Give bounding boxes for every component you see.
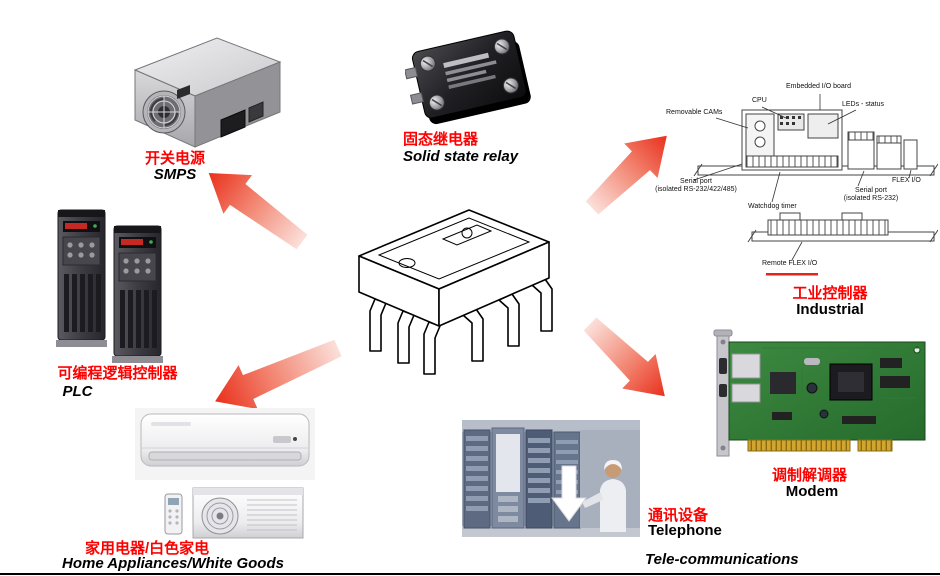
metal-bracket xyxy=(713,329,733,457)
callout-cpu: CPU xyxy=(752,97,767,104)
smps-label-en: SMPS xyxy=(153,166,197,183)
modem-label-en: Modem xyxy=(785,483,839,500)
industrial-label-en: Industrial xyxy=(796,301,864,318)
rj11-jack xyxy=(731,383,761,403)
outdoor-unit xyxy=(192,487,304,539)
indoor-unit xyxy=(140,413,310,467)
callout-remote-flex-io: Remote FLEX I/O xyxy=(762,260,818,267)
callout-serial-port-2-line1: Serial port xyxy=(855,187,887,194)
callout-watchdog-timer: Watchdog timer xyxy=(748,203,797,210)
callout-leds-status: LEDs - status xyxy=(842,101,885,108)
telecom-label-en2: Tele-communications xyxy=(645,551,799,568)
pcb-board xyxy=(728,341,926,441)
whitegoods-label-cn: 家用电器/白色家电 xyxy=(85,540,210,557)
whitegoods-label-en: Home Appliances/White Goods xyxy=(62,555,284,572)
technician-figure xyxy=(582,460,626,532)
transformer xyxy=(770,372,796,394)
callout-embedded-io-board: Embedded I/O board xyxy=(786,83,851,90)
callout-serial-port-2-line2: (isolated RS-232) xyxy=(843,195,899,203)
modem-card-image xyxy=(713,329,926,457)
terminal-tab xyxy=(405,66,419,80)
relay-leg xyxy=(369,298,387,352)
telecom-room-photo xyxy=(462,420,640,537)
arrow-to-telecom-modem xyxy=(583,317,665,397)
telecom-label-cn: 通讯设备 xyxy=(648,507,709,524)
spec-sticker xyxy=(177,85,190,99)
smps-image xyxy=(133,37,282,148)
edge-connector xyxy=(747,439,893,452)
relay-leg xyxy=(423,321,441,375)
industrial-label-cn: 工业控制器 xyxy=(792,285,868,302)
industrial-diagram: Embedded I/O board CPU Removable CAMs LE… xyxy=(655,80,939,285)
equipment-racks xyxy=(463,427,581,529)
label-print xyxy=(443,52,497,89)
status-leds xyxy=(780,116,801,125)
modem-label-cn: 调制解调器 xyxy=(772,467,848,484)
relay-leg xyxy=(397,310,415,364)
plc-module xyxy=(56,209,107,347)
ssr-label-en: Solid state relay xyxy=(403,148,519,165)
capacitor xyxy=(806,382,818,394)
remote-flex-module xyxy=(767,219,889,236)
terminal-tab xyxy=(409,92,424,105)
relay-leg xyxy=(531,278,553,332)
capacitor xyxy=(819,409,829,419)
relay-leg xyxy=(462,308,484,362)
callout-removable-cams: Removable CAMs xyxy=(666,109,723,116)
corner-screws xyxy=(419,38,519,111)
callout-serial-port-1-line2: (isolated RS-232/422/485) xyxy=(655,186,737,194)
slide-bottom-rule xyxy=(0,573,940,575)
plc-image xyxy=(56,209,164,364)
smps-label-cn: 开关电源 xyxy=(144,150,205,167)
plc-label-en: PLC xyxy=(62,383,93,400)
solid-state-relay-image xyxy=(405,30,531,125)
arrow-to-smps xyxy=(208,173,308,250)
callout-serial-port-1: Serial port (isolated RS-232/422/485) xyxy=(648,178,744,195)
air-conditioner-image xyxy=(135,408,315,539)
white-arrow-overlay xyxy=(551,465,587,522)
rj11-jack xyxy=(731,353,761,379)
callout-serial-port-1-line1: Serial port xyxy=(680,178,712,185)
callout-serial-port-2: Serial port (isolated RS-232) xyxy=(832,187,910,204)
remote-control xyxy=(164,493,183,535)
callout-lines xyxy=(693,94,912,261)
callout-flex-io: FLEX I/O xyxy=(892,177,921,184)
relay-leg xyxy=(498,293,520,347)
relay-dip-package-drawing xyxy=(358,209,553,375)
fan-grille-icon xyxy=(142,90,186,134)
arrow-to-industrial xyxy=(585,135,667,215)
plc-module xyxy=(111,225,164,364)
telecom-label-en1: Telephone xyxy=(648,522,722,539)
end-cap xyxy=(903,139,918,170)
ssr-label-cn: 固态继电器 xyxy=(403,131,479,148)
power-switch xyxy=(248,101,264,123)
red-underline xyxy=(766,273,818,276)
plc-label-cn: 可编程逻辑控制器 xyxy=(57,365,178,382)
ac-inlet xyxy=(220,109,246,138)
industrial-diagram-drawing xyxy=(693,94,939,276)
arrow-to-plc-whitegoods xyxy=(215,339,342,410)
crystal xyxy=(804,358,820,365)
relay-body-side xyxy=(438,241,550,327)
